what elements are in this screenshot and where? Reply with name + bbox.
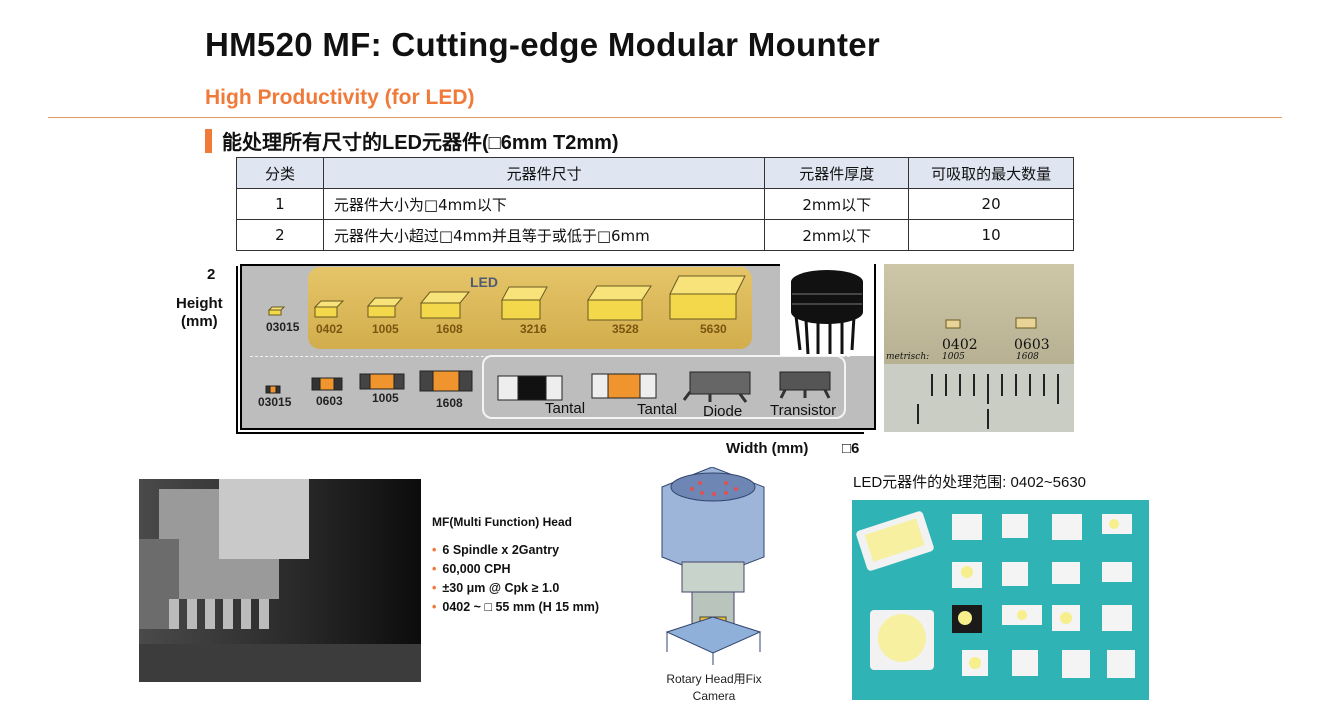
header-size: 元器件尺寸 [322,157,766,189]
led-chip-0402 [313,300,345,318]
header-max-count: 可吸取的最大数量 [908,157,1074,189]
table-cell: 2mm以下 [764,188,910,220]
ruler-sublabel: metrisch: [886,352,930,362]
header-category: 分类 [236,157,324,189]
y-axis-max: 2 [207,266,216,283]
slide-title: HM520 MF: Cutting-edge Modular Mounter [205,26,881,63]
led-components-photo [852,500,1149,700]
led-chip-3528 [587,285,652,321]
nozzle-illustration [780,264,874,356]
list-item: ±30 μm @ Cpk ≥ 1.0 [432,581,599,595]
chip-label: 1005 [372,391,399,405]
chip-label: 03015 [258,395,292,409]
chip-label: 1005 [372,322,399,336]
list-item: 60,000 CPH [432,562,599,576]
table-cell: 10 [908,219,1074,251]
part-label: Diode [703,403,743,420]
y-axis [236,266,238,434]
table-cell: 2mm以下 [764,219,910,251]
led-large-2 [870,610,934,670]
part-label: Tantal [545,400,586,417]
x-axis [236,432,864,434]
table-cell: 元器件大小为□4mm以下 [322,188,766,220]
part-label: Transistor [770,402,837,419]
chip-label: 0603 [316,394,343,408]
diode-part [682,371,751,403]
section-heading: 能处理所有尺寸的LED元器件(□6mm T2mm) [205,126,619,155]
list-item: 6 Spindle x 2Gantry [432,543,599,557]
ruler-photo: 0402 0603 metrisch: 1005 1608 [884,264,1074,432]
led-chip-03015 [267,306,286,316]
chip-0402-photo [945,319,961,329]
std-chip-03015 [265,385,281,394]
table-row: 1 元器件大小为□4mm以下 2mm以下 20 [236,188,1074,220]
led-chip-1005 [366,297,404,318]
x-axis-label: Width (mm) [726,440,809,457]
ruler-sublabel: 1608 [1016,352,1039,362]
chip-label: 5630 [700,322,727,336]
list-item: 0402 ~ □ 55 mm (H 15 mm) [432,600,599,614]
x-axis-max: □6 [842,440,860,457]
mf-head-photo [139,479,421,682]
std-chip-0603 [311,377,343,391]
ruler-sublabel: 1005 [942,352,965,362]
std-chip-1005 [359,373,405,390]
mf-head-title: MF(Multi Function) Head [432,515,572,529]
chip-illustrations [265,275,831,403]
chip-label: 3216 [520,322,547,336]
y-axis-label-text: Height (mm) [176,295,223,330]
chip-label: 1608 [436,322,463,336]
rotary-head-illustration [661,467,765,665]
ruler-label-0402: 0402 [942,337,978,353]
ruler-label-0603: 0603 [1014,337,1050,353]
std-chip-1608 [419,370,473,392]
tantal-black [497,375,563,401]
chip-0603-photo [1015,317,1037,329]
led-group-label: LED [470,274,498,290]
table-row: 2 元器件大小超过□4mm并且等于或低于□6mm 2mm以下 10 [236,219,1074,251]
part-label: Tantal [637,401,678,418]
chip-label: 1608 [436,396,463,410]
divider [48,117,1282,118]
mf-head-info: MF(Multi Function) Head 6 Spindle x 2Gan… [432,515,599,619]
table-cell: 2 [236,219,324,251]
table-header-row: 分类 元器件尺寸 元器件厚度 可吸取的最大数量 [236,157,1074,189]
table-cell: 元器件大小超过□4mm并且等于或低于□6mm [322,219,766,251]
spec-table: 分类 元器件尺寸 元器件厚度 可吸取的最大数量 1 元器件大小为□4mm以下 2… [236,157,1074,251]
tantal-orange [591,373,657,399]
header-thickness: 元器件厚度 [764,157,910,189]
led-chip-1608 [419,291,471,319]
chip-label: 03015 [266,320,300,334]
led-chip-3216 [501,286,548,320]
y-axis-label: Height (mm) [176,295,223,331]
led-range-text: LED元器件的处理范围: 0402~5630 [853,474,1087,491]
rotary-caption: Rotary Head用Fix Camera [666,672,762,703]
mf-head-bullets: 6 Spindle x 2Gantry 60,000 CPH ±30 μm @ … [432,543,599,614]
table-cell: 20 [908,188,1074,220]
led-large-1 [856,511,934,571]
led-chip-5630 [669,275,746,320]
chip-label: 3528 [612,322,639,336]
section-marker [205,128,212,153]
table-cell: 1 [236,188,324,220]
section-heading-text: 能处理所有尺寸的LED元器件(□6mm T2mm) [222,132,619,154]
transistor-part [779,371,831,399]
other-parts-box [482,355,846,419]
chip-label: 0402 [316,322,343,336]
slide-subtitle: High Productivity (for LED) [205,86,475,109]
